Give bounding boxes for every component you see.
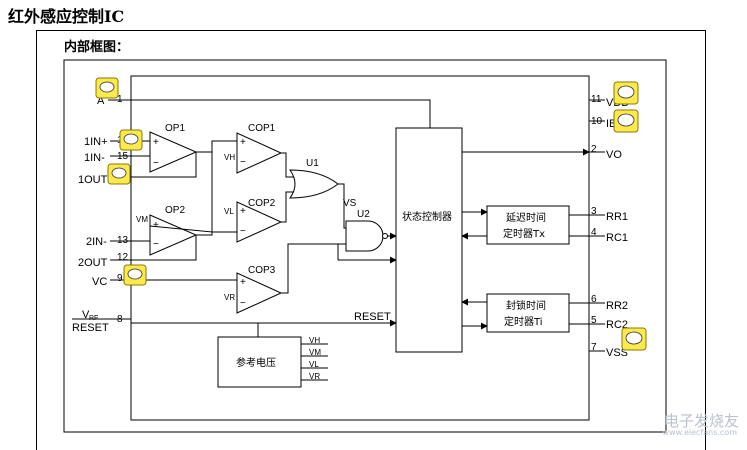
svg-text:RC1: RC1 <box>606 232 628 244</box>
pin-vss: 7 VSS <box>589 342 628 359</box>
svg-text:+: + <box>153 137 159 148</box>
svg-text:+: + <box>240 277 246 288</box>
svg-text:VM: VM <box>136 215 148 224</box>
svg-text:RR2: RR2 <box>606 300 628 312</box>
svg-text:1OUT: 1OUT <box>78 174 108 186</box>
svg-text:封锁时间: 封锁时间 <box>506 299 546 312</box>
comment-icon[interactable] <box>621 327 647 351</box>
page-title: 红外感应控制IC <box>8 7 125 26</box>
comment-icon[interactable] <box>107 163 131 185</box>
delay-timer-tx: 延迟时间 定时器Tx <box>486 205 570 245</box>
u2-and-gate: U2 <box>345 209 388 252</box>
svg-text:V: V <box>82 309 90 321</box>
reference-outputs: VH VM VL VR <box>301 336 328 381</box>
cop3-comparator: + − COP3 VR <box>224 265 283 314</box>
pin-ib: 10 IB <box>589 116 616 130</box>
svg-text:A: A <box>97 95 105 107</box>
svg-text:VH: VH <box>309 336 320 345</box>
pin-rc1: 4 RC1 <box>589 227 628 244</box>
svg-text:11: 11 <box>591 94 602 105</box>
svg-text:9: 9 <box>117 273 123 284</box>
svg-text:RR1: RR1 <box>606 211 628 223</box>
svg-text:10: 10 <box>591 116 603 127</box>
svg-text:−: − <box>240 298 246 309</box>
watermark-url: www.elecfans.com <box>662 428 738 437</box>
section-title: 内部框图： <box>64 40 130 55</box>
svg-text:+: + <box>153 220 159 231</box>
reset-internal-label: RESET <box>354 311 391 323</box>
svg-text:VM: VM <box>309 348 321 357</box>
svg-text:COP3: COP3 <box>248 265 276 276</box>
pin-2in-minus: 2IN- 13 <box>86 235 131 248</box>
svg-text:+: + <box>240 137 246 148</box>
svg-text:OP1: OP1 <box>165 123 185 134</box>
state-controller: 状态控制器 <box>395 127 463 353</box>
svg-text:−: − <box>153 239 159 250</box>
watermark: 电子发烧友 <box>663 412 739 430</box>
pin-vrf: V RF 8 <box>72 309 131 325</box>
comment-icon[interactable] <box>95 77 119 99</box>
svg-text:VR: VR <box>309 372 320 381</box>
cop1-comparator: + − COP1 VH <box>224 123 283 174</box>
svg-text:−: − <box>240 157 246 168</box>
pin-reset: RESET <box>72 322 109 334</box>
svg-text:RC2: RC2 <box>606 319 628 331</box>
svg-text:U1: U1 <box>306 158 319 169</box>
svg-text:参考电压: 参考电压 <box>236 356 276 369</box>
svg-text:2: 2 <box>591 144 597 155</box>
pin-rc2: 5 RC2 <box>589 315 628 331</box>
svg-text:4: 4 <box>591 227 597 238</box>
pin-1in-minus: 1IN- 15 <box>84 151 131 164</box>
vs-label: VS <box>343 198 357 209</box>
svg-text:IB: IB <box>606 118 616 130</box>
chip-body <box>130 75 590 421</box>
lock-timer-ti: 封锁时间 定时器Ti <box>486 293 570 333</box>
op2-amplifier: + − OP2 VM <box>136 205 198 256</box>
svg-text:7: 7 <box>591 342 597 353</box>
svg-text:延迟时间: 延迟时间 <box>506 211 546 224</box>
svg-text:VSS: VSS <box>606 347 628 359</box>
comment-icon[interactable] <box>119 129 143 151</box>
svg-text:12: 12 <box>117 252 129 263</box>
svg-text:−: − <box>240 226 246 237</box>
comment-icon[interactable] <box>613 81 639 105</box>
svg-text:6: 6 <box>591 294 597 305</box>
svg-text:VC: VC <box>92 276 107 288</box>
cop2-comparator: + − COP2 VL <box>224 198 283 243</box>
svg-text:状态控制器: 状态控制器 <box>402 210 452 223</box>
pin-vo: 2 VO <box>591 144 622 161</box>
op1-amplifier: + − OP1 <box>149 123 198 173</box>
svg-text:VL: VL <box>224 207 234 216</box>
svg-text:定时器Tx: 定时器Tx <box>503 227 545 240</box>
block-diagram: A 1 1IN+ 14 1IN- 15 1OUT 16 2IN- 13 2OUT… <box>63 59 667 433</box>
comment-icon[interactable] <box>123 264 147 286</box>
svg-text:−: − <box>153 158 159 169</box>
svg-text:U2: U2 <box>357 209 370 220</box>
pin-rr2: 6 RR2 <box>589 294 628 312</box>
pin-a: A 1 <box>97 94 131 107</box>
svg-text:VR: VR <box>224 293 235 302</box>
svg-text:RESET: RESET <box>72 322 109 334</box>
outer-block <box>63 59 667 433</box>
svg-text:定时器Ti: 定时器Ti <box>504 315 543 328</box>
svg-text:VH: VH <box>224 153 235 162</box>
svg-text:COP1: COP1 <box>248 123 276 134</box>
pin-2out: 2OUT 12 <box>78 252 131 269</box>
svg-text:VO: VO <box>606 149 622 161</box>
svg-text:3: 3 <box>591 206 597 217</box>
svg-text:OP2: OP2 <box>165 205 185 216</box>
comment-icon[interactable] <box>613 109 639 133</box>
svg-text:+: + <box>240 206 246 217</box>
pin-rr1: 3 RR1 <box>589 206 628 223</box>
svg-text:1IN-: 1IN- <box>84 152 105 164</box>
svg-text:COP2: COP2 <box>248 198 276 209</box>
svg-text:5: 5 <box>591 315 597 326</box>
svg-text:1IN+: 1IN+ <box>84 136 108 148</box>
u1-or-gate: U1 <box>289 158 339 199</box>
svg-text:VL: VL <box>309 360 319 369</box>
reference-voltage: 参考电压 <box>217 336 302 388</box>
svg-text:2IN-: 2IN- <box>86 236 107 248</box>
section-frame <box>36 30 706 450</box>
svg-text:2OUT: 2OUT <box>78 257 108 269</box>
